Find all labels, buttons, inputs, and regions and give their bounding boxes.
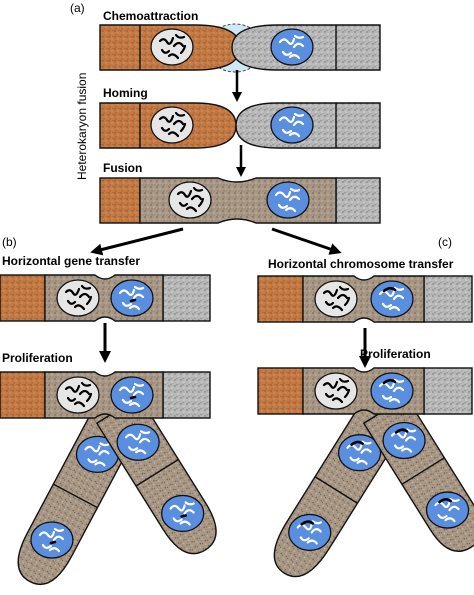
nucleus-blue-fusion xyxy=(265,180,311,220)
step-label-homing: Homing xyxy=(103,86,148,100)
branch-c-right xyxy=(362,395,474,552)
nucleus-black-prolif-b xyxy=(55,375,101,415)
panel-label-a: (a) xyxy=(70,1,85,15)
panel-label-c: (c) xyxy=(438,235,452,249)
panel-label-b: (b) xyxy=(2,235,17,249)
hypha-hgt xyxy=(0,274,211,322)
side-label-heterokaryon-fusion: Heterokaryon fusion xyxy=(75,73,89,180)
nucleus-blue-prolif-c xyxy=(371,373,413,409)
step-label-fusion: Fusion xyxy=(103,161,142,175)
nucleus-black-fusion xyxy=(167,180,213,220)
nucleus-blue-a1 xyxy=(269,27,315,67)
branch-b-right xyxy=(95,395,217,555)
fused-hypha xyxy=(99,177,381,224)
hypha-hct xyxy=(257,275,473,323)
hypha-prolif-b xyxy=(0,371,211,419)
hypha-prolif-c xyxy=(257,367,473,415)
nucleus-black-hgt xyxy=(55,278,101,318)
step-label-hct: Horizontal chromosome transfer xyxy=(268,257,454,271)
nucleus-blue-hgt xyxy=(111,280,153,316)
step-label-chemoattraction: Chemoattraction xyxy=(103,9,198,23)
arrow-diagonal-icon xyxy=(90,227,184,256)
step-label-proliferation-c: Proliferation xyxy=(360,347,431,361)
arrow-diagonal-icon xyxy=(271,227,342,255)
branch-c-left xyxy=(273,397,408,578)
nucleus-blue-prolif-b xyxy=(111,377,153,413)
nucleus-black-a1 xyxy=(149,27,195,67)
nucleus-blue-homing xyxy=(269,105,315,145)
nucleus-blue-hct xyxy=(371,281,413,317)
nucleus-black-hct xyxy=(313,279,359,319)
step-label-hgt: Horizontal gene transfer xyxy=(2,254,140,268)
step-label-proliferation-b: Proliferation xyxy=(2,351,73,365)
nucleus-black-prolif-c xyxy=(313,371,359,411)
nucleus-black-homing xyxy=(149,105,195,145)
